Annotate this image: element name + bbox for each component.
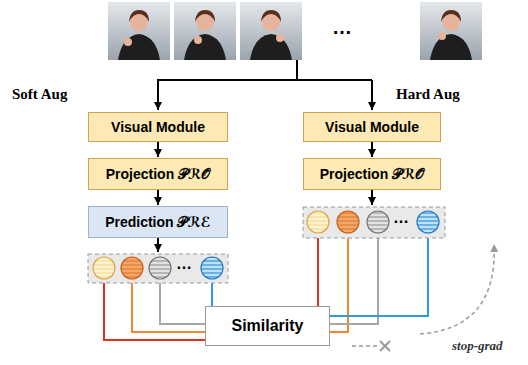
node-text: Visual Module	[111, 119, 205, 135]
branch-label: Hard Aug	[396, 86, 460, 103]
branch-label: Soft Aug	[12, 86, 67, 103]
similarity-wires	[104, 233, 428, 340]
module-box: Visual Module	[303, 112, 441, 142]
node-text: Projection 𝒫ℛ𝒪	[320, 166, 424, 183]
ellipsis-mark: …	[176, 255, 192, 273]
node-text: Similarity	[231, 317, 303, 335]
ellipsis-mark: …	[393, 209, 409, 227]
flow-arrow	[371, 142, 373, 157]
similarity-box: Similarity	[205, 306, 330, 346]
embedding-rows	[88, 207, 445, 283]
flow-arrow	[157, 142, 159, 157]
node-text: Prediction 𝒫ℛℰ	[105, 214, 211, 231]
flow-arrow	[157, 190, 159, 205]
ellipsis-mark: …	[332, 16, 352, 39]
node-text: Visual Module	[325, 119, 419, 135]
module-box: Visual Module	[88, 112, 228, 142]
projection-box: Projection 𝒫ℛ𝒪	[88, 158, 228, 190]
video-frames	[108, 2, 482, 60]
stop-grad-mark	[352, 244, 494, 351]
projection-box: Projection 𝒫ℛ𝒪	[303, 158, 441, 190]
node-text: Projection 𝒫ℛ𝒪	[106, 166, 210, 183]
stop-grad-label: stop-grad	[452, 338, 503, 354]
prediction-box: Prediction 𝒫ℛℰ	[88, 206, 228, 238]
